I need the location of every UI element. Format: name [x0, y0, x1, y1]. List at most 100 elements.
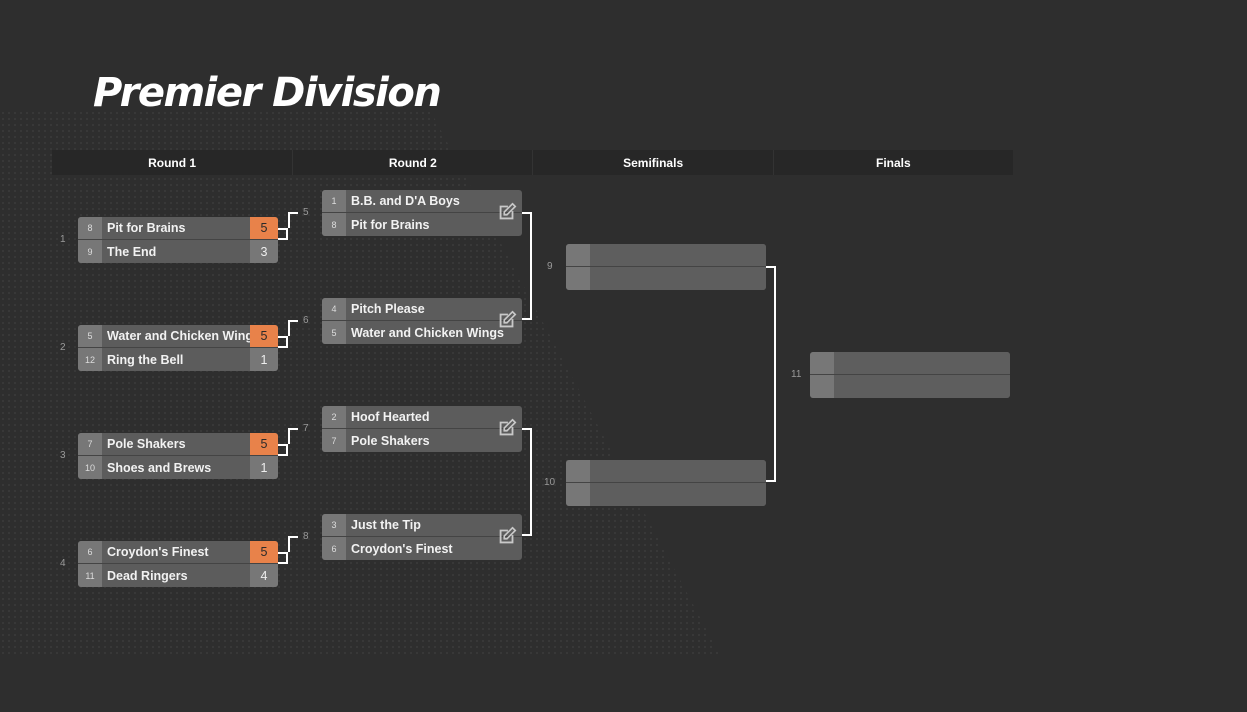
- match-team-row[interactable]: [566, 244, 766, 267]
- bracket-connector: [522, 428, 532, 536]
- match-number: 9: [547, 261, 553, 272]
- team-seed: 11: [78, 564, 102, 587]
- team-name: Dead Ringers: [107, 568, 188, 583]
- match-number: 5: [303, 207, 309, 218]
- edit-icon[interactable]: [496, 417, 518, 439]
- match-team-row[interactable]: 8 Pit for Brains: [322, 213, 522, 236]
- match-team-row[interactable]: [810, 352, 1010, 375]
- team-name: The End: [107, 244, 157, 259]
- bracket-connector: [278, 444, 288, 456]
- team-name: Water and Chicken Wings: [351, 325, 504, 340]
- team-name: [590, 460, 766, 482]
- team-seed: 8: [78, 217, 102, 239]
- match-number: 2: [60, 342, 66, 353]
- match-team-row[interactable]: 8 Pit for Brains 5: [78, 217, 278, 240]
- team-score-winner: 5: [250, 217, 278, 239]
- team-name: [590, 483, 766, 506]
- match-team-row[interactable]: 5 Water and Chicken Wings: [322, 321, 522, 344]
- match-r2-6[interactable]: 4 Pitch Please 5 Water and Chicken Wings: [322, 298, 522, 344]
- team-score: 3: [250, 240, 278, 263]
- team-name: Hoof Hearted: [351, 410, 430, 424]
- match-team-row[interactable]: 1 B.B. and D'A Boys: [322, 190, 522, 213]
- bracket-connector: [288, 428, 298, 430]
- team-name: [590, 244, 766, 266]
- bracket-connector: [288, 212, 298, 214]
- match-number: 4: [60, 558, 66, 569]
- match-sf-9[interactable]: [566, 244, 766, 290]
- team-score: 1: [250, 456, 278, 479]
- team-name: Croydon's Finest: [107, 545, 209, 559]
- page-title: Premier Division: [93, 70, 442, 116]
- bracket-connector: [288, 536, 290, 552]
- bracket-connector: [288, 320, 290, 336]
- team-seed: [810, 375, 834, 398]
- bracket-connector: [522, 212, 532, 320]
- match-team-row[interactable]: [566, 267, 766, 290]
- match-team-row[interactable]: 12 Ring the Bell 1: [78, 348, 278, 371]
- match-r1-3[interactable]: 7 Pole Shakers 5 10 Shoes and Brews 1: [78, 433, 278, 479]
- match-team-row[interactable]: 6 Croydon's Finest: [322, 537, 522, 560]
- team-seed: 7: [322, 429, 346, 452]
- team-name: Pitch Please: [351, 302, 425, 316]
- match-team-row[interactable]: 5 Water and Chicken Wings 5: [78, 325, 278, 348]
- edit-icon[interactable]: [496, 309, 518, 331]
- team-seed: [566, 244, 590, 266]
- team-seed: 8: [322, 213, 346, 236]
- match-team-row[interactable]: 7 Pole Shakers: [322, 429, 522, 452]
- match-final-11[interactable]: [810, 352, 1010, 398]
- team-seed: [566, 267, 590, 290]
- bracket-connector: [278, 228, 288, 240]
- team-name: B.B. and D'A Boys: [351, 194, 460, 208]
- match-r1-4[interactable]: 6 Croydon's Finest 5 11 Dead Ringers 4: [78, 541, 278, 587]
- team-name: Pit for Brains: [351, 217, 430, 232]
- team-seed: 2: [322, 406, 346, 428]
- bracket-connector: [288, 320, 298, 322]
- bracket-connector: [766, 266, 776, 482]
- match-number: 8: [303, 531, 309, 542]
- team-name: Pole Shakers: [107, 437, 186, 451]
- match-team-row[interactable]: 4 Pitch Please: [322, 298, 522, 321]
- match-r2-7[interactable]: 2 Hoof Hearted 7 Pole Shakers: [322, 406, 522, 452]
- team-seed: 5: [322, 321, 346, 344]
- match-number: 6: [303, 315, 309, 326]
- edit-icon[interactable]: [496, 525, 518, 547]
- match-sf-10[interactable]: [566, 460, 766, 506]
- match-team-row[interactable]: 9 The End 3: [78, 240, 278, 263]
- match-team-row[interactable]: [566, 460, 766, 483]
- team-name: [590, 267, 766, 290]
- bracket-connector: [288, 212, 290, 228]
- match-r1-2[interactable]: 5 Water and Chicken Wings 5 12 Ring the …: [78, 325, 278, 371]
- match-r2-8[interactable]: 3 Just the Tip 6 Croydon's Finest: [322, 514, 522, 560]
- match-team-row[interactable]: 7 Pole Shakers 5: [78, 433, 278, 456]
- bracket-connector: [278, 552, 288, 564]
- match-team-row[interactable]: 3 Just the Tip: [322, 514, 522, 537]
- team-name: Water and Chicken Wings: [107, 329, 250, 343]
- match-number: 3: [60, 450, 66, 461]
- team-seed: 7: [78, 433, 102, 455]
- team-name: Ring the Bell: [107, 352, 184, 367]
- match-team-row[interactable]: [566, 483, 766, 506]
- team-name: Pole Shakers: [351, 433, 430, 448]
- match-team-row[interactable]: 2 Hoof Hearted: [322, 406, 522, 429]
- team-score: 4: [250, 564, 278, 587]
- team-seed: 3: [322, 514, 346, 536]
- team-name: Just the Tip: [351, 518, 421, 532]
- match-number: 7: [303, 423, 309, 434]
- match-r1-1[interactable]: 8 Pit for Brains 5 9 The End 3: [78, 217, 278, 263]
- match-team-row[interactable]: 6 Croydon's Finest 5: [78, 541, 278, 564]
- team-name: Pit for Brains: [107, 221, 186, 235]
- edit-icon[interactable]: [496, 201, 518, 223]
- team-seed: 1: [322, 190, 346, 212]
- match-r2-5[interactable]: 1 B.B. and D'A Boys 8 Pit for Brains: [322, 190, 522, 236]
- match-team-row[interactable]: 11 Dead Ringers 4: [78, 564, 278, 587]
- team-name: Shoes and Brews: [107, 460, 212, 475]
- team-seed: [566, 483, 590, 506]
- team-seed: 6: [78, 541, 102, 563]
- team-name: Croydon's Finest: [351, 541, 453, 556]
- match-number: 10: [544, 477, 556, 488]
- rounds-header: Round 1 Round 2 Semifinals Finals: [52, 150, 1013, 175]
- match-number: 11: [791, 369, 802, 380]
- bracket-connector: [278, 336, 288, 348]
- match-team-row[interactable]: 10 Shoes and Brews 1: [78, 456, 278, 479]
- match-team-row[interactable]: [810, 375, 1010, 398]
